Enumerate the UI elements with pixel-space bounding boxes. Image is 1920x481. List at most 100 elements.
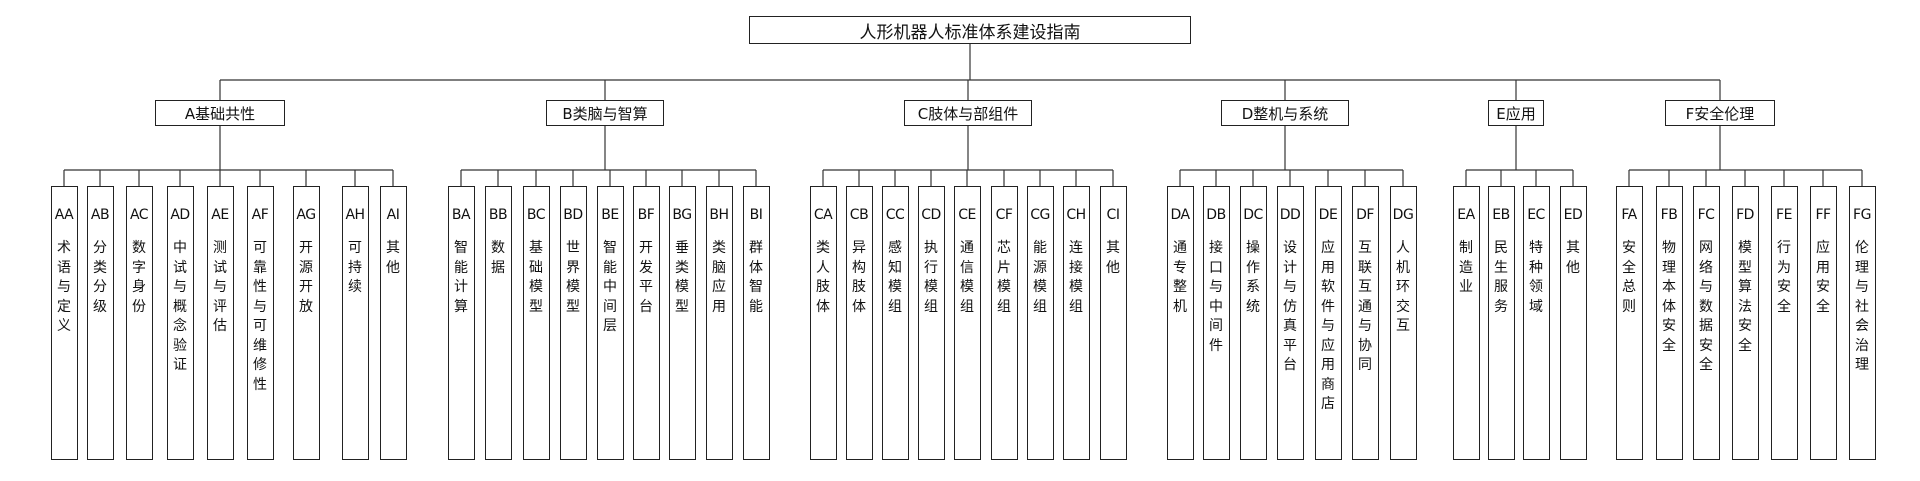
category-label: C肢体与部组件: [917, 104, 1019, 123]
leaf-code: DB: [1206, 207, 1226, 223]
category-box: B类脑与智算: [546, 100, 664, 126]
leaf-code: EB: [1492, 207, 1510, 223]
leaf-box: BD 世界模型: [559, 186, 587, 460]
leaf-code: BE: [601, 207, 619, 223]
leaf-code: CI: [1106, 207, 1120, 223]
leaf-box: CI 其他: [1099, 186, 1127, 460]
leaf-name: 世界模型: [566, 240, 580, 315]
leaf-code: FE: [1776, 207, 1792, 223]
leaf-box: CH 连接模组: [1062, 186, 1090, 460]
leaf-name: 其他: [1106, 240, 1120, 276]
leaf-name: 接口与中间件: [1209, 240, 1223, 354]
leaf-code: CF: [995, 207, 1013, 223]
category-label: D整机与系统: [1241, 104, 1329, 123]
leaf-code: CC: [885, 207, 905, 223]
leaf-name: 能源模组: [1033, 240, 1047, 315]
leaf-name: 应用软件与应用商店: [1321, 240, 1335, 412]
leaf-code: AB: [90, 207, 110, 223]
leaf-name: 芯片模组: [997, 240, 1011, 315]
leaf-name: 连接模组: [1069, 240, 1083, 315]
leaf-name: 类人肢体: [816, 240, 830, 315]
leaf-box: BE 智能中间层: [596, 186, 624, 460]
leaf-name: 术语与定义: [57, 240, 71, 334]
leaf-name: 垂类模型: [675, 240, 689, 315]
leaf-code: BA: [451, 207, 471, 223]
leaf-name: 中试与概念验证: [173, 240, 187, 373]
leaf-name: 操作系统: [1246, 240, 1260, 315]
leaf-name: 模型算法安全: [1738, 240, 1752, 354]
leaf-code: BB: [488, 207, 508, 223]
leaf-name: 基础模型: [529, 240, 543, 315]
category-box: F安全伦理: [1665, 100, 1775, 126]
leaf-code: DD: [1279, 207, 1301, 223]
root-title-box: 人形机器人标准体系建设指南: [749, 16, 1191, 44]
leaf-code: BD: [563, 207, 583, 223]
leaf-code: FA: [1621, 207, 1637, 223]
category-box: E应用: [1488, 100, 1544, 126]
category-label: A基础共性: [184, 104, 256, 123]
category-box: A基础共性: [155, 100, 285, 126]
leaf-name: 测试与评估: [213, 240, 227, 334]
leaf-code: CH: [1066, 207, 1086, 223]
leaf-code: AC: [129, 207, 149, 223]
leaf-code: EA: [1457, 207, 1475, 223]
leaf-name: 通信模组: [960, 240, 974, 315]
leaf-box: EA 制造业: [1452, 186, 1480, 460]
leaf-code: CE: [958, 207, 976, 223]
leaf-code: DA: [1170, 207, 1190, 223]
leaf-box: DD 设计与仿真平台: [1276, 186, 1304, 460]
leaf-name: 通专整机: [1173, 240, 1187, 315]
leaf-name: 其他: [386, 240, 400, 276]
leaf-box: CE 通信模组: [953, 186, 981, 460]
leaf-code: CG: [1030, 207, 1050, 223]
category-box: D整机与系统: [1221, 100, 1349, 126]
leaf-box: AI 其他: [379, 186, 407, 460]
leaf-name: 行为安全: [1777, 240, 1791, 315]
leaf-name: 特种领域: [1529, 240, 1543, 315]
leaf-name: 设计与仿真平台: [1283, 240, 1297, 373]
leaf-name: 智能中间层: [603, 240, 617, 334]
leaf-name: 执行模组: [924, 240, 938, 315]
leaf-name: 人机环交互: [1396, 240, 1410, 334]
leaf-code: AH: [345, 207, 365, 223]
category-label: B类脑与智算: [562, 104, 648, 123]
leaf-name: 伦理与社会治理: [1855, 240, 1869, 373]
leaf-code: FC: [1697, 207, 1715, 223]
leaf-box: CG 能源模组: [1026, 186, 1054, 460]
leaf-name: 物理本体安全: [1662, 240, 1676, 354]
leaf-code: CA: [813, 207, 833, 223]
leaf-box: DA 通专整机: [1166, 186, 1194, 460]
category-label: F安全伦理: [1685, 104, 1755, 123]
leaf-code: AI: [386, 207, 400, 223]
category-label: E应用: [1496, 104, 1536, 123]
leaf-name: 可靠性与可维修性: [253, 240, 267, 393]
leaf-code: DF: [1356, 207, 1374, 223]
leaf-name: 制造业: [1459, 240, 1473, 295]
category-box: C肢体与部组件: [904, 100, 1032, 126]
